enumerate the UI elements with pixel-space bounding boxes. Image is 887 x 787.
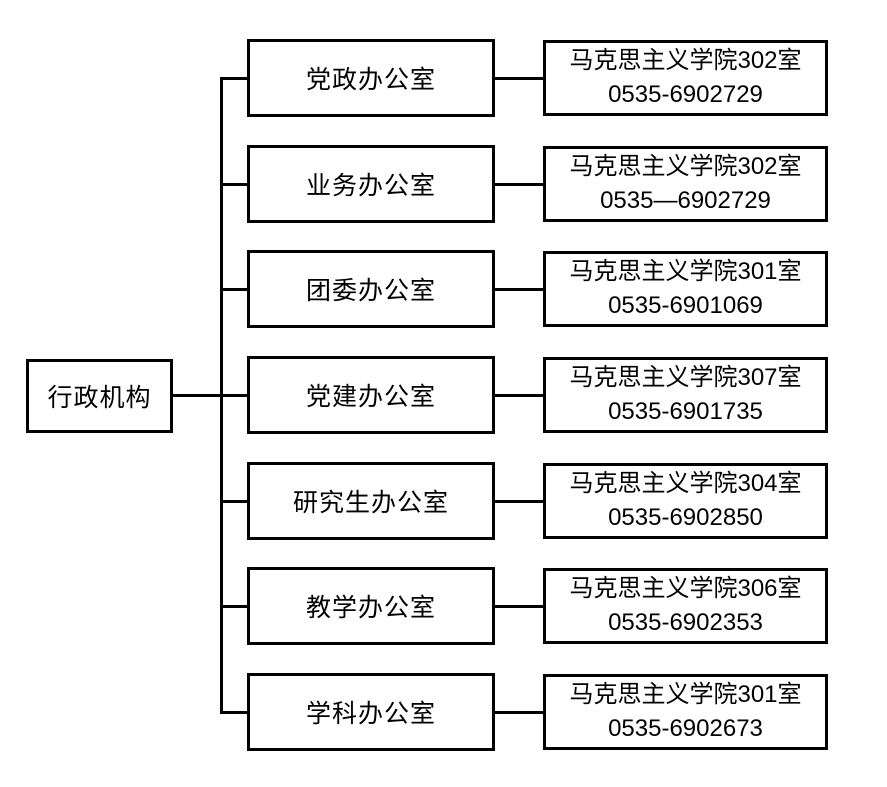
org-row: 党政办公室 马克思主义学院302室 0535-6902729 [222, 39, 828, 117]
phone-label: 0535—6902729 [600, 187, 771, 214]
office-label: 党政办公室 [305, 66, 436, 94]
org-row: 团委办公室 马克思主义学院301室 0535-6901069 [222, 250, 828, 328]
location-label: 马克思主义学院307室 [569, 364, 802, 391]
office-label: 业务办公室 [305, 172, 436, 200]
office-label: 团委办公室 [305, 277, 436, 305]
link-line [495, 287, 543, 291]
contact-box: 马克思主义学院302室 0535-6902729 [543, 40, 828, 116]
phone-label: 0535-6902729 [608, 81, 763, 108]
phone-label: 0535-6901735 [608, 398, 763, 425]
branch-line [222, 499, 247, 503]
location-label: 马克思主义学院301室 [569, 258, 802, 285]
phone-label: 0535-6902673 [608, 715, 763, 742]
office-label: 党建办公室 [305, 383, 436, 411]
link-line [495, 76, 543, 80]
location-label: 马克思主义学院306室 [569, 575, 802, 602]
org-row: 学科办公室 马克思主义学院301室 0535-6902673 [222, 673, 828, 751]
link-line [495, 393, 543, 397]
trunk-line [220, 76, 223, 714]
office-box: 研究生办公室 [247, 462, 495, 540]
root-node-box: 行政机构 [26, 359, 173, 433]
branch-line [222, 287, 247, 291]
branch-line [222, 76, 247, 80]
branch-line [222, 710, 247, 714]
contact-box: 马克思主义学院307室 0535-6901735 [543, 357, 828, 433]
office-box: 业务办公室 [247, 145, 495, 223]
root-connector-line [171, 393, 222, 397]
org-row: 党建办公室 马克思主义学院307室 0535-6901735 [222, 356, 828, 434]
location-label: 马克思主义学院302室 [569, 153, 802, 180]
office-box: 党建办公室 [247, 356, 495, 434]
contact-box: 马克思主义学院302室 0535—6902729 [543, 146, 828, 222]
phone-label: 0535-6901069 [608, 292, 763, 319]
office-box: 党政办公室 [247, 39, 495, 117]
link-line [495, 604, 543, 608]
contact-box: 马克思主义学院304室 0535-6902850 [543, 463, 828, 539]
org-row: 研究生办公室 马克思主义学院304室 0535-6902850 [222, 462, 828, 540]
branch-line [222, 604, 247, 608]
org-row: 教学办公室 马克思主义学院306室 0535-6902353 [222, 567, 828, 645]
phone-label: 0535-6902850 [608, 504, 763, 531]
office-box: 团委办公室 [247, 250, 495, 328]
office-label: 研究生办公室 [292, 489, 449, 517]
office-label: 教学办公室 [305, 594, 436, 622]
link-line [495, 499, 543, 503]
office-label: 学科办公室 [305, 700, 436, 728]
contact-box: 马克思主义学院306室 0535-6902353 [543, 568, 828, 644]
contact-box: 马克思主义学院301室 0535-6901069 [543, 251, 828, 327]
phone-label: 0535-6902353 [608, 609, 763, 636]
org-row: 业务办公室 马克思主义学院302室 0535—6902729 [222, 145, 828, 223]
location-label: 马克思主义学院302室 [569, 47, 802, 74]
branch-line [222, 182, 247, 186]
link-line [495, 710, 543, 714]
root-node-label: 行政机构 [47, 384, 152, 412]
contact-box: 马克思主义学院301室 0535-6902673 [543, 674, 828, 750]
office-box: 教学办公室 [247, 567, 495, 645]
location-label: 马克思主义学院304室 [569, 470, 802, 497]
office-box: 学科办公室 [247, 673, 495, 751]
location-label: 马克思主义学院301室 [569, 681, 802, 708]
branch-line [222, 393, 247, 397]
link-line [495, 182, 543, 186]
